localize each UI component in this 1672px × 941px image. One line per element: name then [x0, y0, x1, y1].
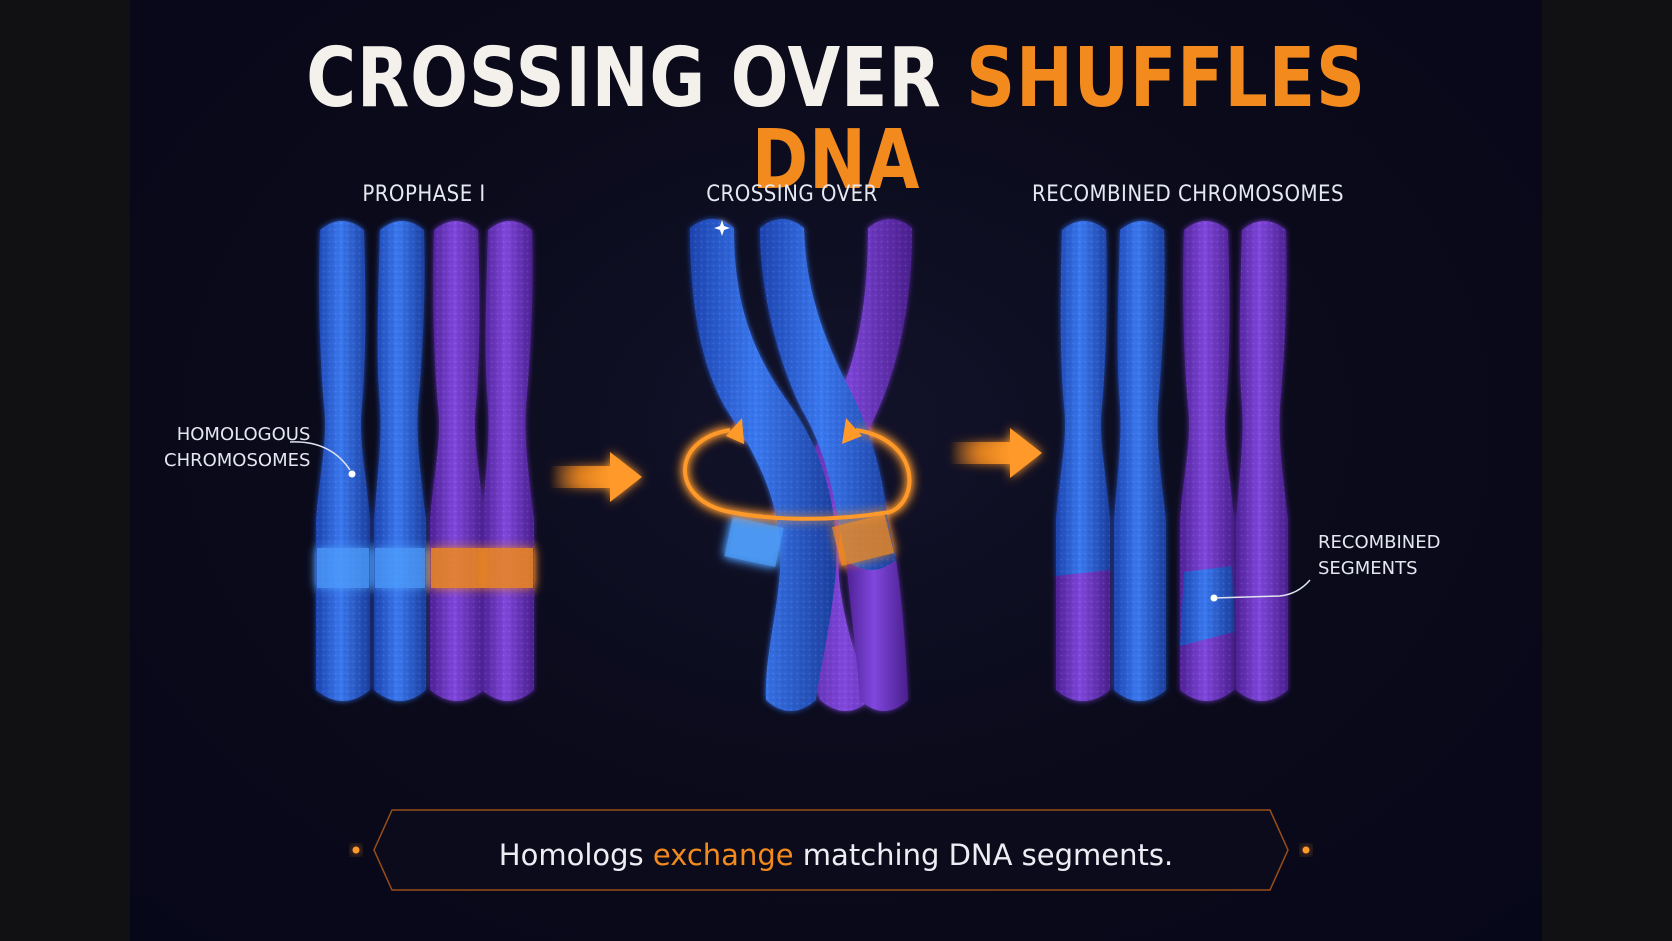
blue-band-1	[317, 548, 369, 588]
recombined-callout-line2: SEGMENTS	[1318, 558, 1418, 579]
caption-highlight: exchange	[652, 838, 794, 872]
recombined-callout: RECOMBINED SEGMENTS	[1318, 530, 1441, 582]
caption-before: Homologs	[498, 838, 653, 872]
recombined-callout-line1: RECOMBINED	[1318, 532, 1441, 553]
homologous-callout-line	[289, 441, 351, 471]
right-letterbox	[1542, 0, 1672, 941]
swap-arrow-left	[683, 428, 891, 521]
homologous-callout-line2: CHROMOSOMES	[164, 450, 311, 471]
recombined-callout-line	[1213, 579, 1311, 599]
chromosome-diagram	[289, 219, 1311, 891]
stage-label-prophase: PROPHASE I	[362, 182, 486, 207]
panel-crossing	[683, 219, 912, 711]
swap-arrow-right	[855, 428, 912, 514]
page-title: CROSSING OVER SHUFFLES DNA	[250, 38, 1422, 202]
purple-lower-right	[846, 560, 908, 711]
diagram-canvas: CROSSING OVER SHUFFLES DNA PROPHASE I CR…	[130, 0, 1542, 941]
crossing-blue-band	[724, 517, 784, 567]
caption-frame	[352, 805, 1310, 891]
homologous-callout: HOMOLOGOUS CHROMOSOMES	[164, 422, 310, 474]
arrow-2	[950, 428, 1042, 478]
stage-label-crossing-over: CROSSING OVER	[706, 182, 878, 207]
left-letterbox	[0, 0, 130, 941]
orange-band-1	[431, 548, 483, 588]
caption-after: matching DNA segments.	[793, 838, 1174, 872]
arrow-1	[550, 452, 642, 502]
caption-text: Homologs exchange matching DNA segments.	[130, 838, 1542, 872]
panel-recombined	[1056, 221, 1288, 701]
crossing-orange-band	[831, 514, 895, 566]
title-part-white: CROSSING OVER	[306, 31, 942, 126]
blue-band-2	[375, 548, 425, 588]
orange-band-2	[483, 548, 533, 588]
sparkle-icon	[714, 220, 730, 236]
panel-prophase	[316, 221, 534, 701]
homologous-callout-line1: HOMOLOGOUS	[176, 424, 311, 445]
stage-label-recombined: RECOMBINED CHROMOSOMES	[1032, 182, 1344, 207]
title-part-orange: SHUFFLES DNA	[751, 31, 1366, 208]
